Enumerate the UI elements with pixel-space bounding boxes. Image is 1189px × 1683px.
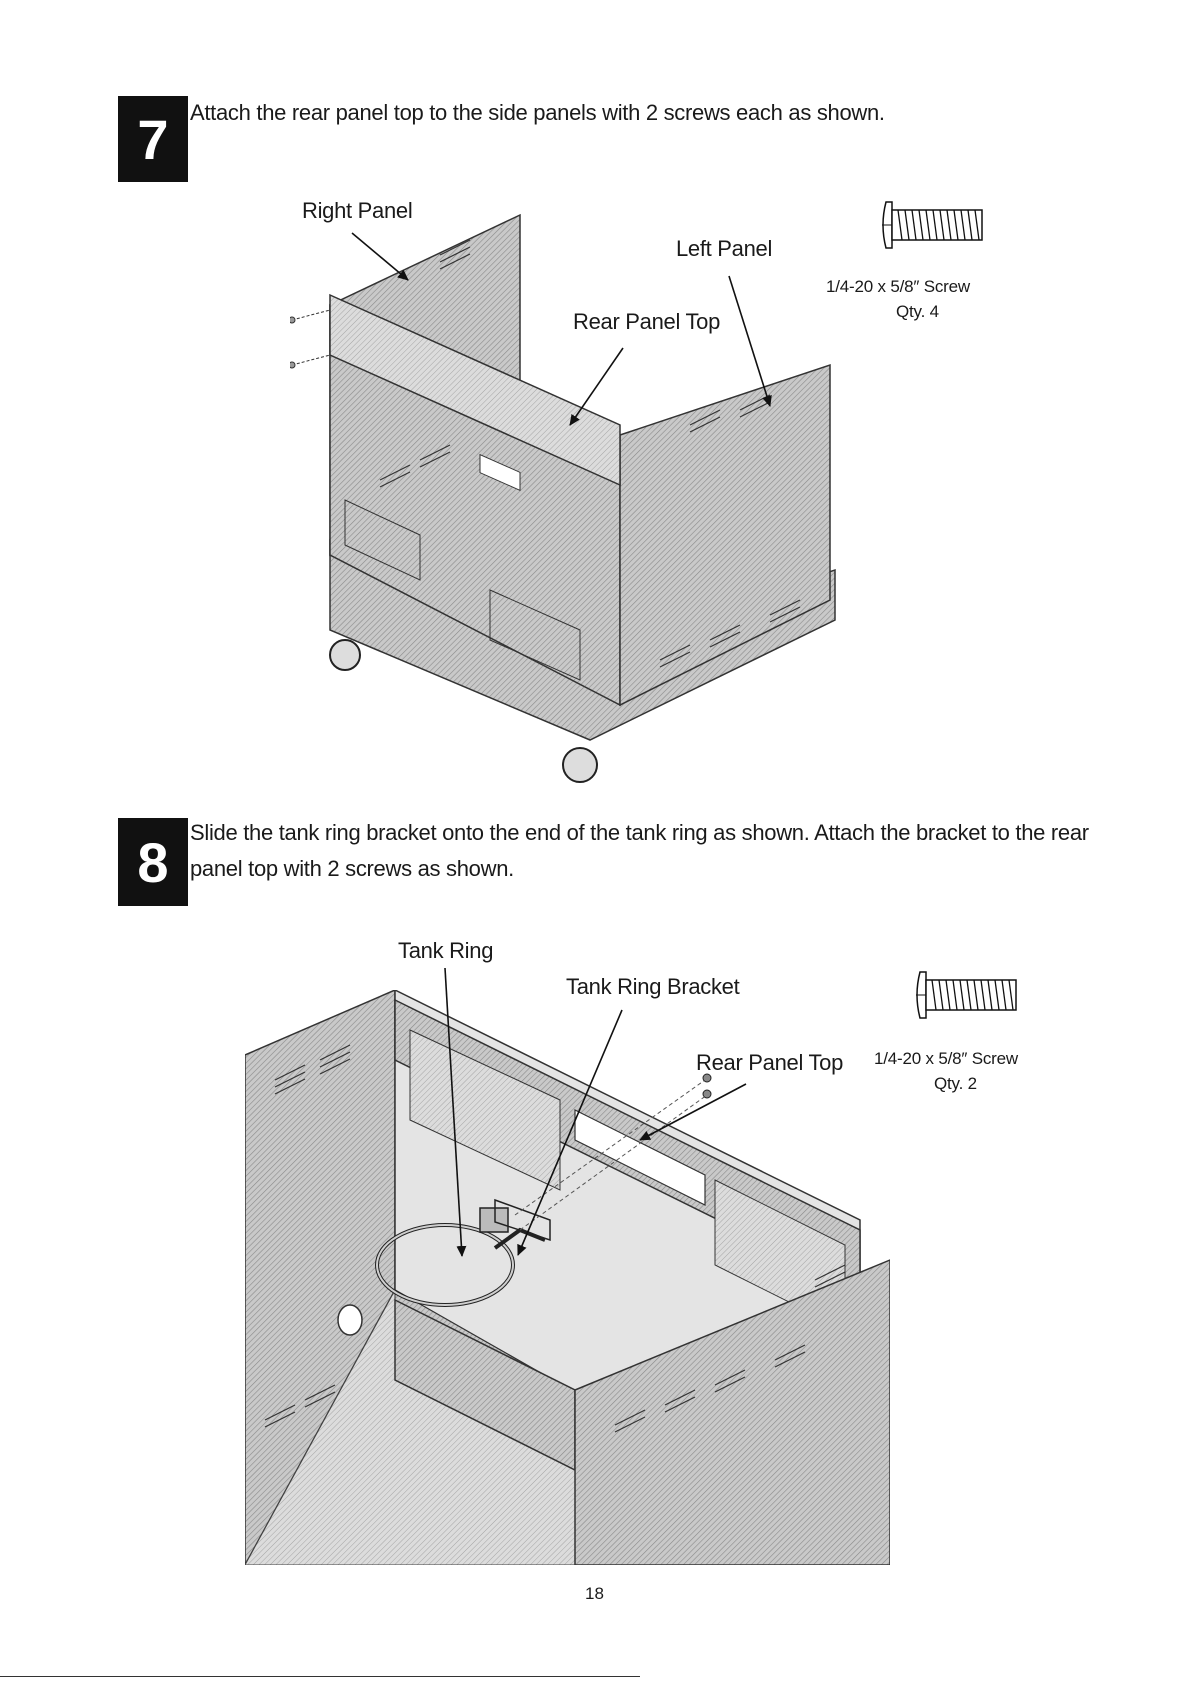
screw-icon: [882, 201, 983, 249]
screw-spec-label: 1/4-20 x 5/8″ Screw: [874, 1049, 1018, 1068]
step-number-badge: 8: [118, 818, 188, 906]
tank-ring-label: Tank Ring: [398, 938, 494, 963]
callout-arrows: [351, 232, 772, 426]
footer-divider: [0, 1676, 640, 1677]
callout-arrows: [444, 967, 747, 1257]
screw-icon: [916, 971, 1017, 1019]
tank-ring-assembly-figure: [245, 990, 890, 1565]
screw-qty-label: Qty. 4: [896, 302, 939, 321]
page-number: 18: [585, 1584, 604, 1603]
step-instruction-line-2: panel top with 2 screws as shown.: [190, 856, 514, 881]
step-instruction-line-1: Slide the tank ring bracket onto the end…: [190, 820, 1089, 845]
rear-panel-top-label: Rear Panel Top: [573, 309, 721, 334]
screw-qty-label: Qty. 2: [934, 1074, 977, 1093]
tank-ring-bracket-label: Tank Ring Bracket: [566, 974, 740, 999]
rear-panel-top-label: Rear Panel Top: [696, 1050, 844, 1075]
screw-spec-label: 1/4-20 x 5/8″ Screw: [826, 277, 970, 296]
cabinet-assembly-figure: [290, 213, 836, 783]
right-panel-label: Right Panel: [302, 198, 413, 223]
step-number-badge: 7: [118, 96, 188, 182]
left-panel-label: Left Panel: [676, 236, 773, 261]
step-instruction: Attach the rear panel top to the side pa…: [190, 100, 885, 125]
